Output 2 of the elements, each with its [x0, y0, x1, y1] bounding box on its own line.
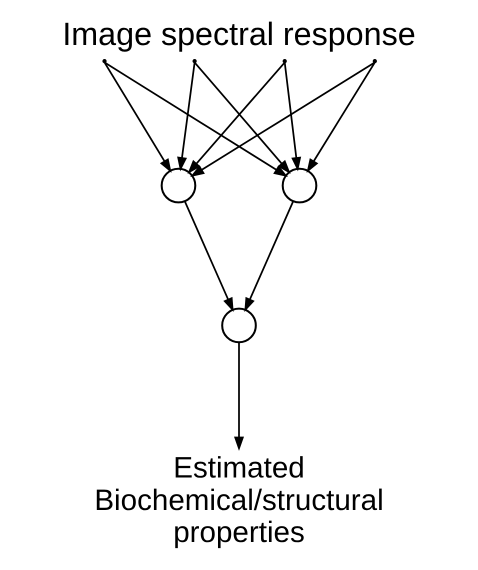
diagram-title: Image spectral response	[62, 16, 416, 52]
node-text: Estimated Biochemical/structural properties	[94, 452, 384, 550]
